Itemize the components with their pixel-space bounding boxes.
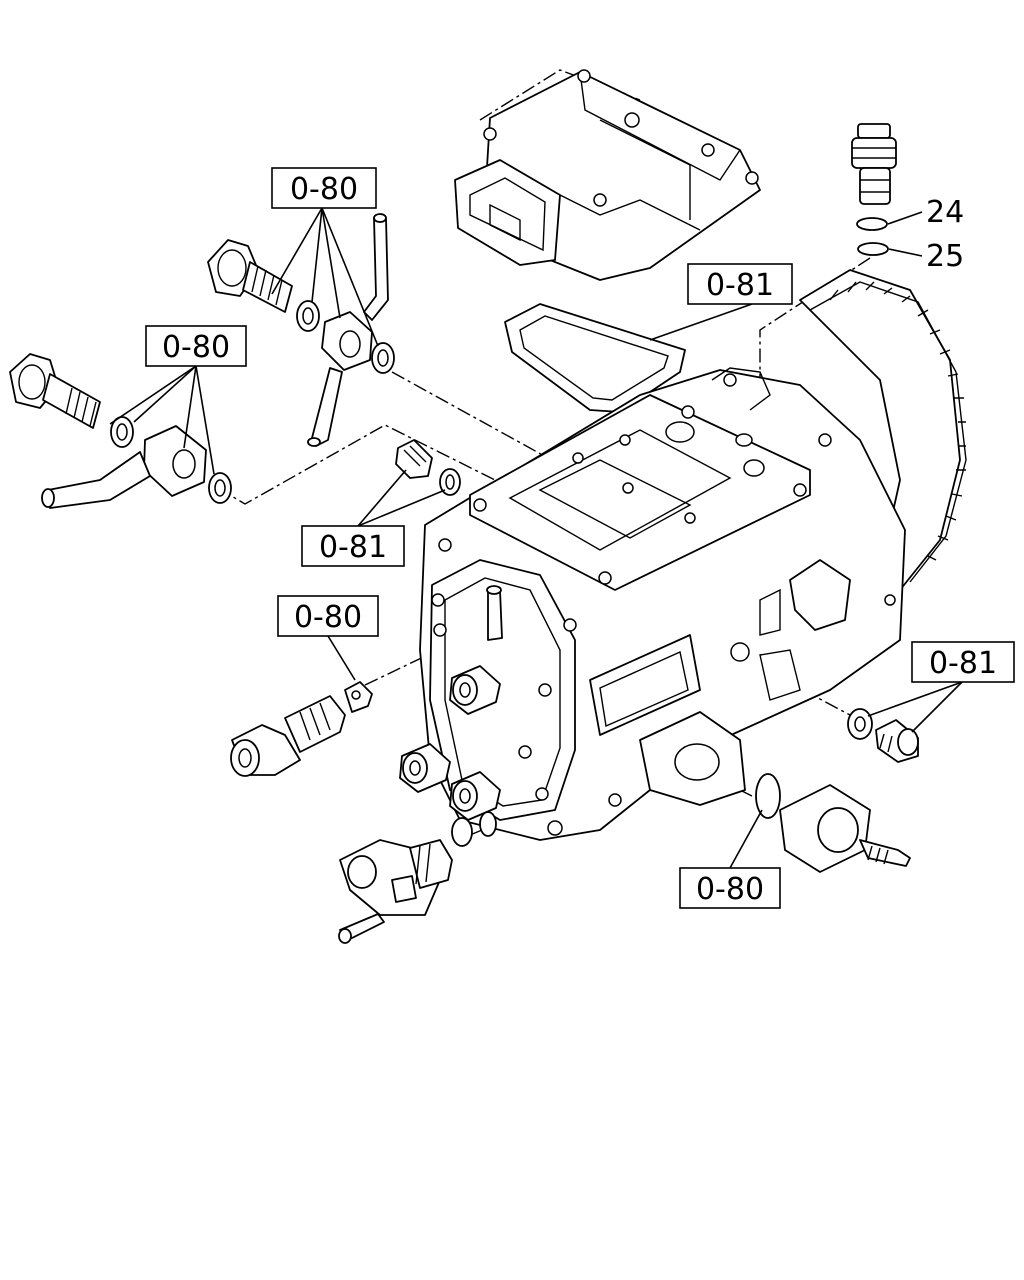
part-number-24: 24 <box>926 195 964 230</box>
o-ring-24 <box>856 217 888 231</box>
ref-box-plug[interactable]: 0-81 <box>301 525 405 567</box>
top-banjo-bolt-assembly <box>207 213 395 447</box>
bolt-and-washer <box>847 708 919 763</box>
inlet-fitting <box>230 681 373 777</box>
control-unit <box>454 69 761 281</box>
ref-box-fitting[interactable]: 0-80 <box>277 595 379 637</box>
ref-box-top-banjo[interactable]: 0-80 <box>271 167 377 209</box>
ref-label: 0-80 <box>696 872 764 907</box>
ref-label: 0-81 <box>319 530 387 565</box>
plug-and-washer <box>395 439 461 496</box>
cover-plate <box>755 773 911 873</box>
ref-box-gasket[interactable]: 0-81 <box>687 263 793 305</box>
ref-box-bolt[interactable]: 0-81 <box>911 641 1015 683</box>
left-banjo-bolt-assembly <box>9 353 232 509</box>
ref-label: 0-80 <box>290 172 358 207</box>
part-number-25: 25 <box>926 239 964 274</box>
solenoid <box>338 811 497 944</box>
ref-box-oring[interactable]: 0-80 <box>679 867 781 909</box>
leader-lines <box>109 207 963 869</box>
o-ring-25 <box>857 242 889 256</box>
ref-label: 0-81 <box>929 646 997 681</box>
pressure-valve <box>851 123 897 205</box>
ref-label: 0-80 <box>162 330 230 365</box>
ref-label: 0-80 <box>294 600 362 635</box>
ref-box-left-banjo[interactable]: 0-80 <box>145 325 247 367</box>
ref-label: 0-81 <box>706 268 774 303</box>
pump-body <box>399 269 967 841</box>
